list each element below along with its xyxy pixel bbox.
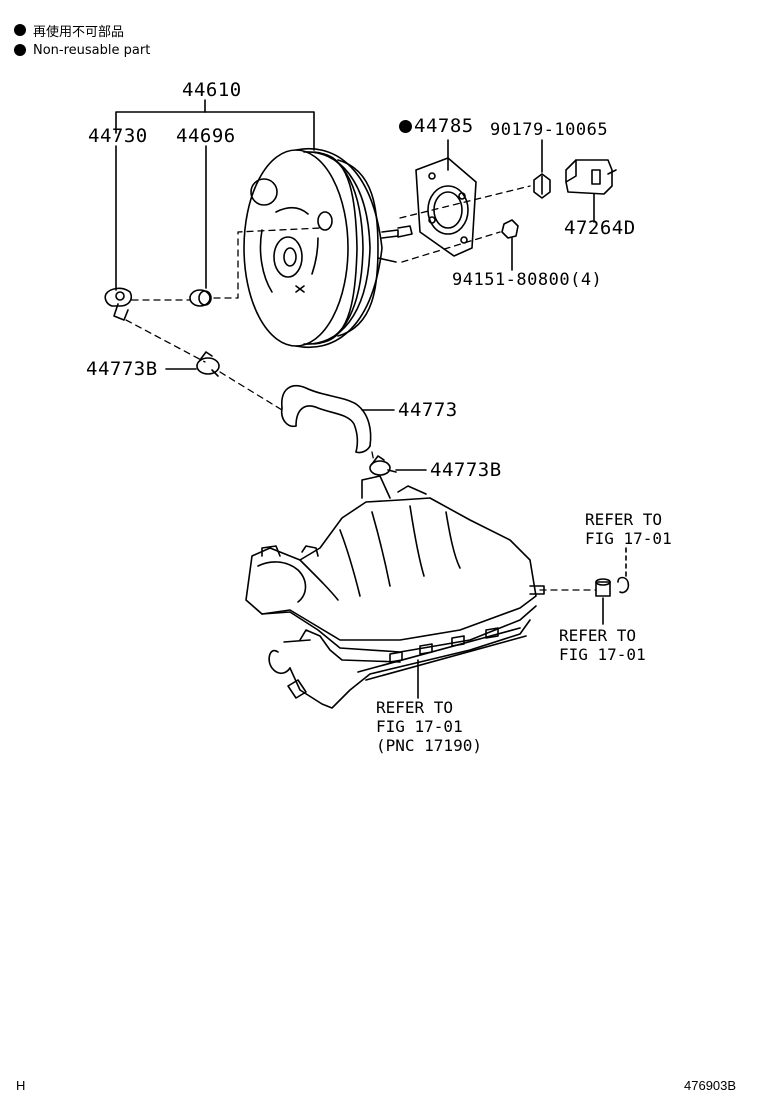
check-valve-illustration: [104, 287, 133, 321]
part-number-44696[interactable]: 44696: [176, 125, 236, 147]
part-number-44773b-bottom[interactable]: 44773B: [430, 459, 502, 481]
reference-line: (PNC 17190): [376, 736, 482, 755]
bullet-icon: [14, 24, 26, 36]
part-number-44773[interactable]: 44773: [398, 399, 458, 421]
footer-left-code: H: [16, 1078, 26, 1093]
reference-line: FIG 17-01: [559, 645, 646, 664]
reference-mid-right[interactable]: REFER TO FIG 17-01: [559, 626, 646, 664]
reference-line: FIG 17-01: [585, 529, 672, 548]
pin-illustration: [533, 173, 551, 199]
legend-non-reusable-en: Non-reusable part: [14, 41, 150, 59]
part-number-44785: 44785: [414, 115, 474, 137]
part-number-90179-10065[interactable]: 90179-10065: [490, 120, 609, 140]
reference-line: REFER TO: [376, 698, 454, 717]
reference-line: FIG 17-01: [376, 717, 463, 736]
vacuum-hose-illustration: [280, 384, 372, 454]
clamp-bottom-illustration: [369, 455, 397, 476]
part-number-47264d[interactable]: 47264D: [564, 217, 636, 239]
reference-line: REFER TO: [559, 626, 637, 645]
clamp-top-illustration: [196, 351, 220, 377]
yoke-illustration: [565, 159, 617, 195]
leader-44610: [115, 99, 315, 151]
reference-line: REFER TO: [585, 510, 663, 529]
grommet-illustration: [189, 289, 212, 307]
brake-booster-illustration: [243, 147, 413, 349]
legend-text-en: Non-reusable part: [33, 42, 151, 58]
part-number-44773b-top[interactable]: 44773B: [86, 358, 158, 380]
sleeve-illustration: [595, 578, 611, 597]
clip-illustration: [617, 576, 630, 594]
non-reusable-dot-icon: [399, 120, 412, 133]
nut-illustration: [501, 219, 519, 239]
reference-bottom[interactable]: REFER TO FIG 17-01 (PNC 17190): [376, 698, 482, 755]
legend-text-jp: 再使用不可部品: [33, 24, 125, 40]
dashed-assembly-lines: [125, 185, 597, 591]
part-number-44610[interactable]: 44610: [182, 79, 242, 101]
part-number-44730[interactable]: 44730: [88, 125, 148, 147]
part-number-44785-row[interactable]: 44785: [399, 116, 474, 136]
legend-non-reusable-jp: 再使用不可部品: [14, 21, 125, 40]
illustration-number: 476903B: [684, 1078, 737, 1093]
bullet-icon: [14, 44, 26, 56]
intake-manifold-illustration: [245, 475, 545, 709]
part-number-94151-80800[interactable]: 94151-80800(4): [452, 270, 603, 290]
reference-top-right[interactable]: REFER TO FIG 17-01: [585, 510, 672, 548]
